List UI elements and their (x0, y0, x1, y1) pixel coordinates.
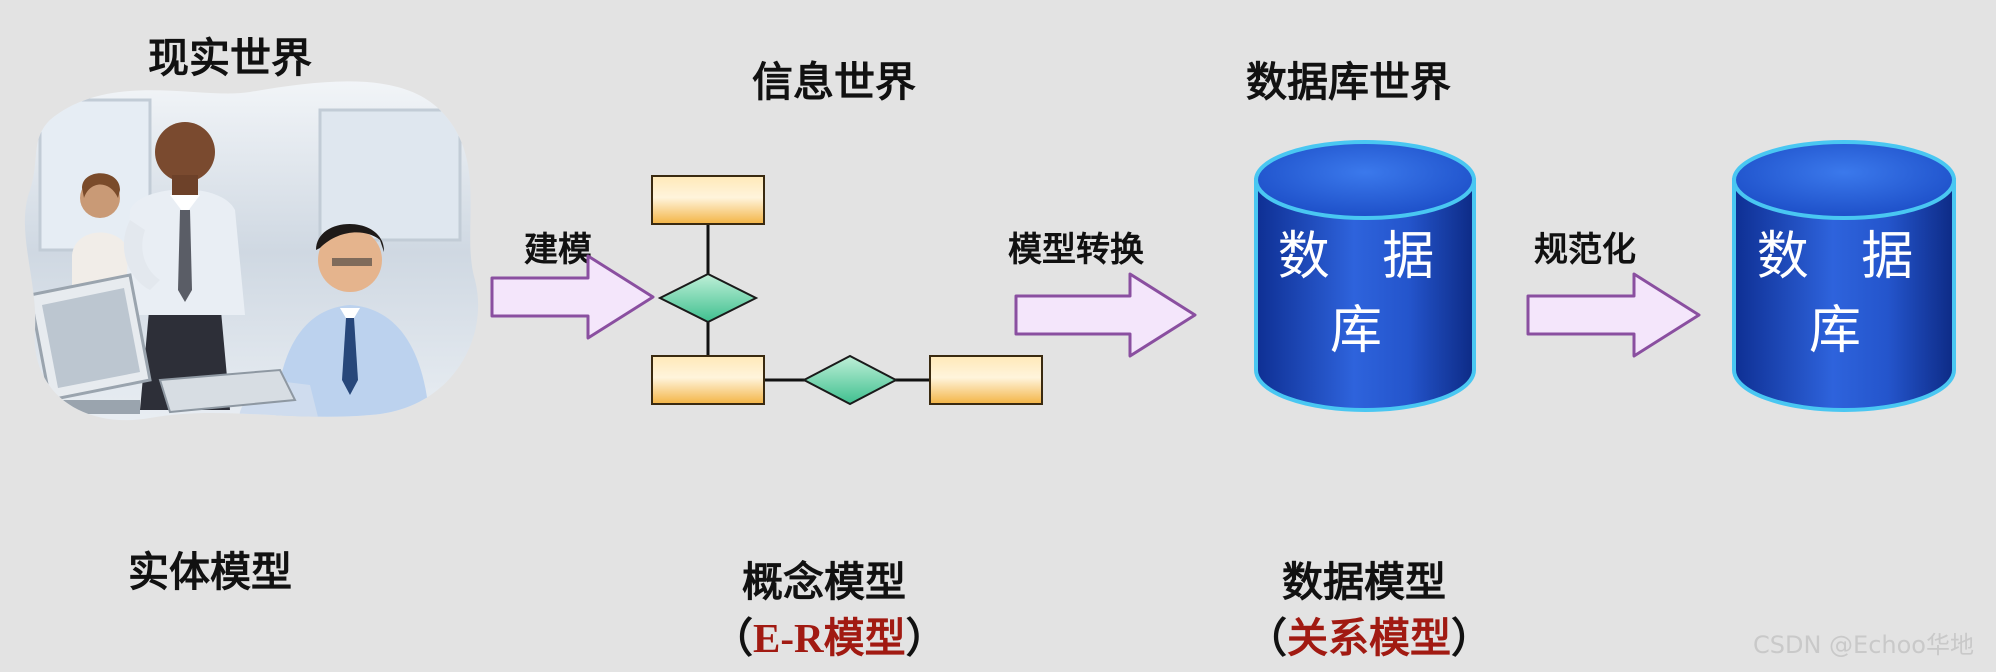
database-label-2-line1: 数 据 (1756, 227, 1932, 287)
data-paren-close: ） (1451, 614, 1492, 662)
database-cylinder-1 (1254, 140, 1476, 412)
database-label-1-line2: 库 (1329, 301, 1400, 361)
modeling-arrow (490, 254, 655, 340)
concept-model-subtitle: （E-R模型） (712, 604, 947, 664)
watermark: CSDN @Echoo华地 (1753, 631, 1974, 659)
concept-paren-close: ） (905, 614, 947, 662)
real-world-heading: 现实世界 (148, 34, 312, 82)
database-label-1-line1: 数 据 (1277, 227, 1453, 287)
relational-model-text: 关系模型 (1287, 614, 1451, 662)
data-model-subtitle: （关系模型） (1246, 604, 1492, 664)
er-entity-top (651, 175, 765, 225)
er-entity-bottom-left (651, 355, 765, 405)
database-label-2-line2: 库 (1808, 301, 1879, 361)
er-model-text: E-R模型 (753, 615, 906, 661)
database-label-1: 数 据 库 (1254, 220, 1476, 368)
concept-paren-open: （ (712, 614, 753, 662)
data-model-label: 数据模型 (1282, 558, 1446, 606)
concept-model-label: 概念模型 (742, 558, 906, 606)
database-label-2: 数 据 库 (1733, 220, 1955, 368)
transform-arrow-label: 模型转换 (1008, 230, 1144, 270)
real-world-photo (24, 81, 479, 421)
db-world-heading: 数据库世界 (1246, 58, 1451, 106)
modeling-arrow-label: 建模 (524, 230, 592, 270)
data-paren-open: （ (1246, 614, 1287, 662)
er-diagram (651, 175, 1043, 406)
er-relationship-horizontal (801, 354, 899, 406)
entity-model-label: 实体模型 (128, 548, 292, 596)
database-cylinder-2 (1732, 140, 1956, 412)
er-relationship-vertical (657, 272, 759, 324)
normalize-arrow (1526, 272, 1701, 358)
transform-arrow (1014, 272, 1197, 358)
er-entity-bottom-right (929, 355, 1043, 405)
normalize-arrow-label: 规范化 (1534, 230, 1636, 270)
info-world-heading: 信息世界 (752, 58, 916, 106)
